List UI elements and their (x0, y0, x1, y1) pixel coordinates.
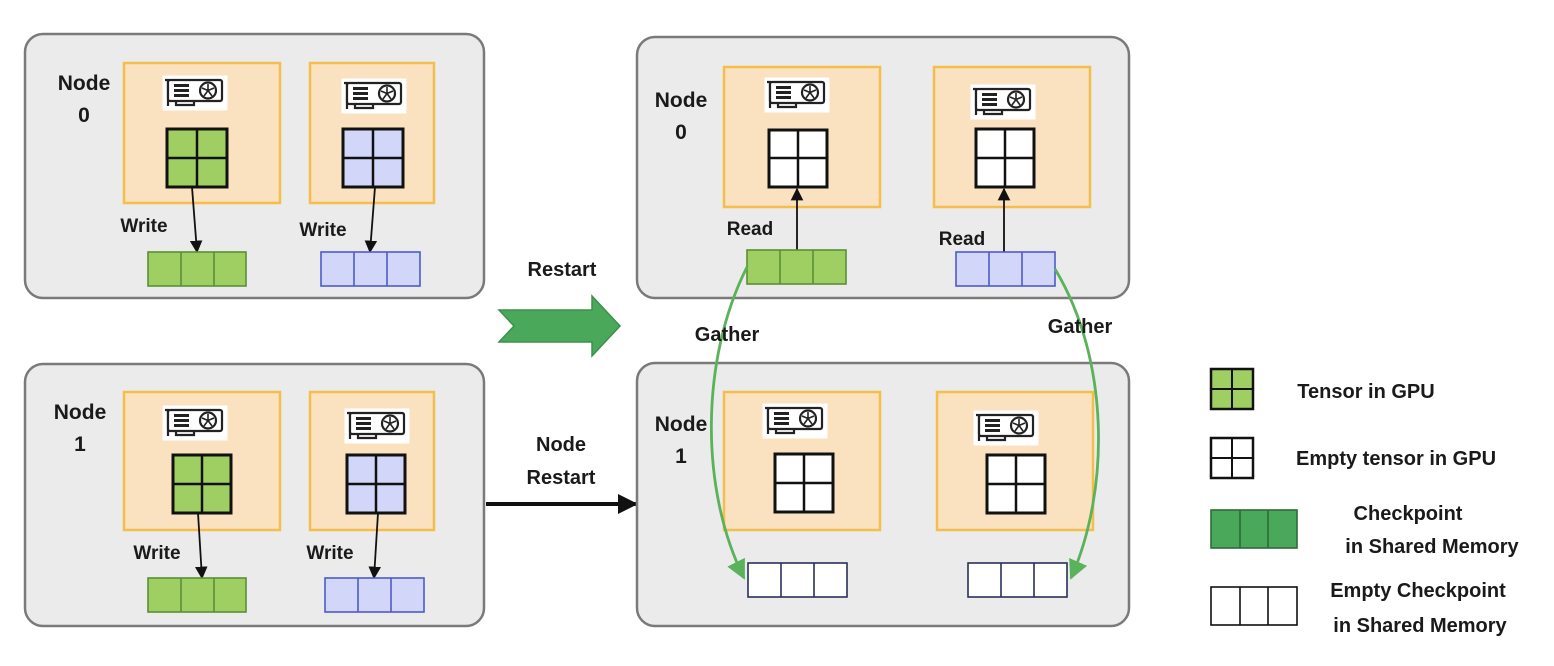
tensor-empty (974, 127, 1036, 189)
gather-arrow-right (1053, 268, 1100, 580)
node-id: 0 (78, 104, 90, 127)
checkpoint-green (746, 249, 847, 285)
node-1-before: Node 1 Write Write (23, 362, 486, 628)
legend-text: Checkpoint (1354, 503, 1463, 525)
gpu-box (935, 390, 1095, 532)
write-label: Write (306, 543, 353, 564)
node-id: 1 (74, 433, 86, 456)
legend-text: in Shared Memory (1333, 615, 1507, 637)
gpu-card-icon (764, 77, 830, 113)
gpu-box (122, 61, 282, 205)
legend-item-checkpoint: Checkpoint in Shared Memory (1210, 503, 1520, 558)
node-label: Node (655, 413, 708, 436)
restart-arrow (497, 294, 622, 358)
checkpoint-empty (967, 562, 1068, 598)
gpu-card-icon (762, 403, 828, 439)
tensor-blue (345, 453, 407, 515)
legend-text: Tensor in GPU (1297, 381, 1434, 403)
checkpoint-green (147, 251, 247, 287)
node-0-before: Node 0 Write Write (23, 32, 486, 300)
checkpoint-blue (320, 251, 421, 287)
node-label: Node (54, 401, 107, 424)
gpu-card-icon (162, 405, 228, 441)
legend-text: Empty Checkpoint (1330, 580, 1506, 602)
node-0-after: Node 0 Read Read (635, 35, 1131, 300)
tensor-empty (773, 452, 835, 514)
gpu-box (122, 390, 282, 532)
gather-arrow-left (710, 266, 749, 580)
node-id: 1 (675, 445, 687, 468)
write-label: Write (133, 543, 180, 564)
write-label: Write (299, 220, 346, 241)
legend-text: Empty tensor in GPU (1296, 448, 1496, 470)
tensor-blue (341, 127, 405, 189)
gpu-box (722, 390, 882, 532)
read-label: Read (939, 229, 985, 250)
gpu-card-icon (970, 84, 1036, 120)
legend-text: in Shared Memory (1345, 536, 1519, 558)
gpu-card-icon (344, 408, 410, 444)
read-label: Read (727, 219, 773, 240)
checkpoint-empty (747, 562, 848, 598)
tensor-green (165, 127, 229, 189)
gpu-box (722, 65, 882, 209)
gather-label: Gather (695, 324, 760, 346)
gpu-box (932, 65, 1092, 209)
legend-item-tensor: Tensor in GPU (1209, 367, 1435, 411)
node-label: Node (655, 89, 708, 112)
gpu-box (308, 61, 436, 205)
write-label: Write (120, 216, 167, 237)
tensor-green (171, 453, 233, 515)
legend: Tensor in GPU Empty tensor in GPU Checkp… (1209, 367, 1520, 637)
gpu-card-icon (973, 410, 1039, 446)
node-1-after: Node 1 (635, 361, 1131, 628)
tensor-empty (985, 453, 1047, 515)
node-id: 0 (675, 121, 687, 144)
gpu-box (308, 390, 436, 532)
legend-item-empty-checkpoint: Empty Checkpoint in Shared Memory (1210, 580, 1508, 637)
checkpoint-green (147, 577, 247, 613)
checkpoint-blue (324, 577, 425, 613)
node-restart-label: Restart (527, 467, 596, 489)
checkpoint-blue (955, 251, 1056, 287)
node-restart-label: Node (536, 434, 586, 456)
gather-label: Gather (1048, 316, 1113, 338)
node-label: Node (58, 72, 111, 95)
tensor-empty (767, 128, 829, 189)
legend-item-empty-tensor: Empty tensor in GPU (1209, 436, 1496, 480)
gpu-card-icon (162, 75, 228, 111)
restart-label: Restart (528, 259, 597, 281)
gpu-card-icon (341, 78, 407, 114)
